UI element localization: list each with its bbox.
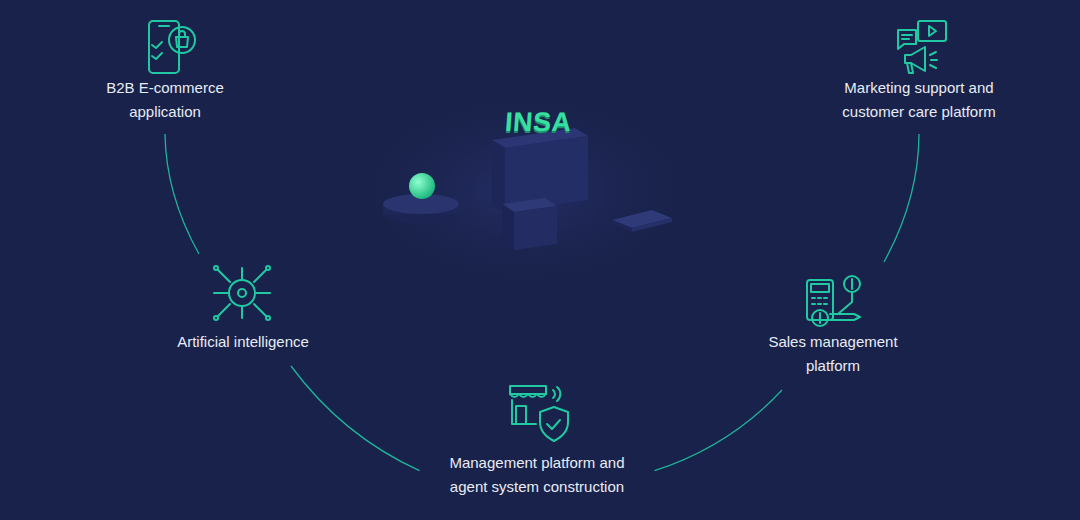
item-node: B2B E-commerce application [90, 18, 240, 124]
item-node: Artificial intelligence [143, 262, 343, 354]
item-label: Marketing support and customer care plat… [819, 76, 1019, 124]
chip-icon [214, 266, 270, 320]
logo-text: INSA [504, 107, 573, 138]
item-node: Sales management platform [748, 272, 918, 378]
store-icon [510, 386, 568, 441]
item-node: Marketing support and customer care plat… [819, 18, 1019, 124]
arc-connector [655, 390, 783, 471]
item-label: Artificial intelligence [143, 330, 343, 354]
arc-connector [291, 366, 420, 471]
item-label: B2B E-commerce application [90, 76, 240, 124]
item-label: Management platform and agent system con… [430, 451, 645, 499]
phone-icon [149, 21, 195, 73]
megaphone-icon [898, 21, 946, 73]
item-node: Management platform and agent system con… [430, 381, 645, 499]
item-label: Sales management platform [748, 330, 918, 378]
calculator-icon [807, 276, 860, 326]
arc-connector [884, 134, 919, 262]
arc-connector [165, 134, 199, 254]
